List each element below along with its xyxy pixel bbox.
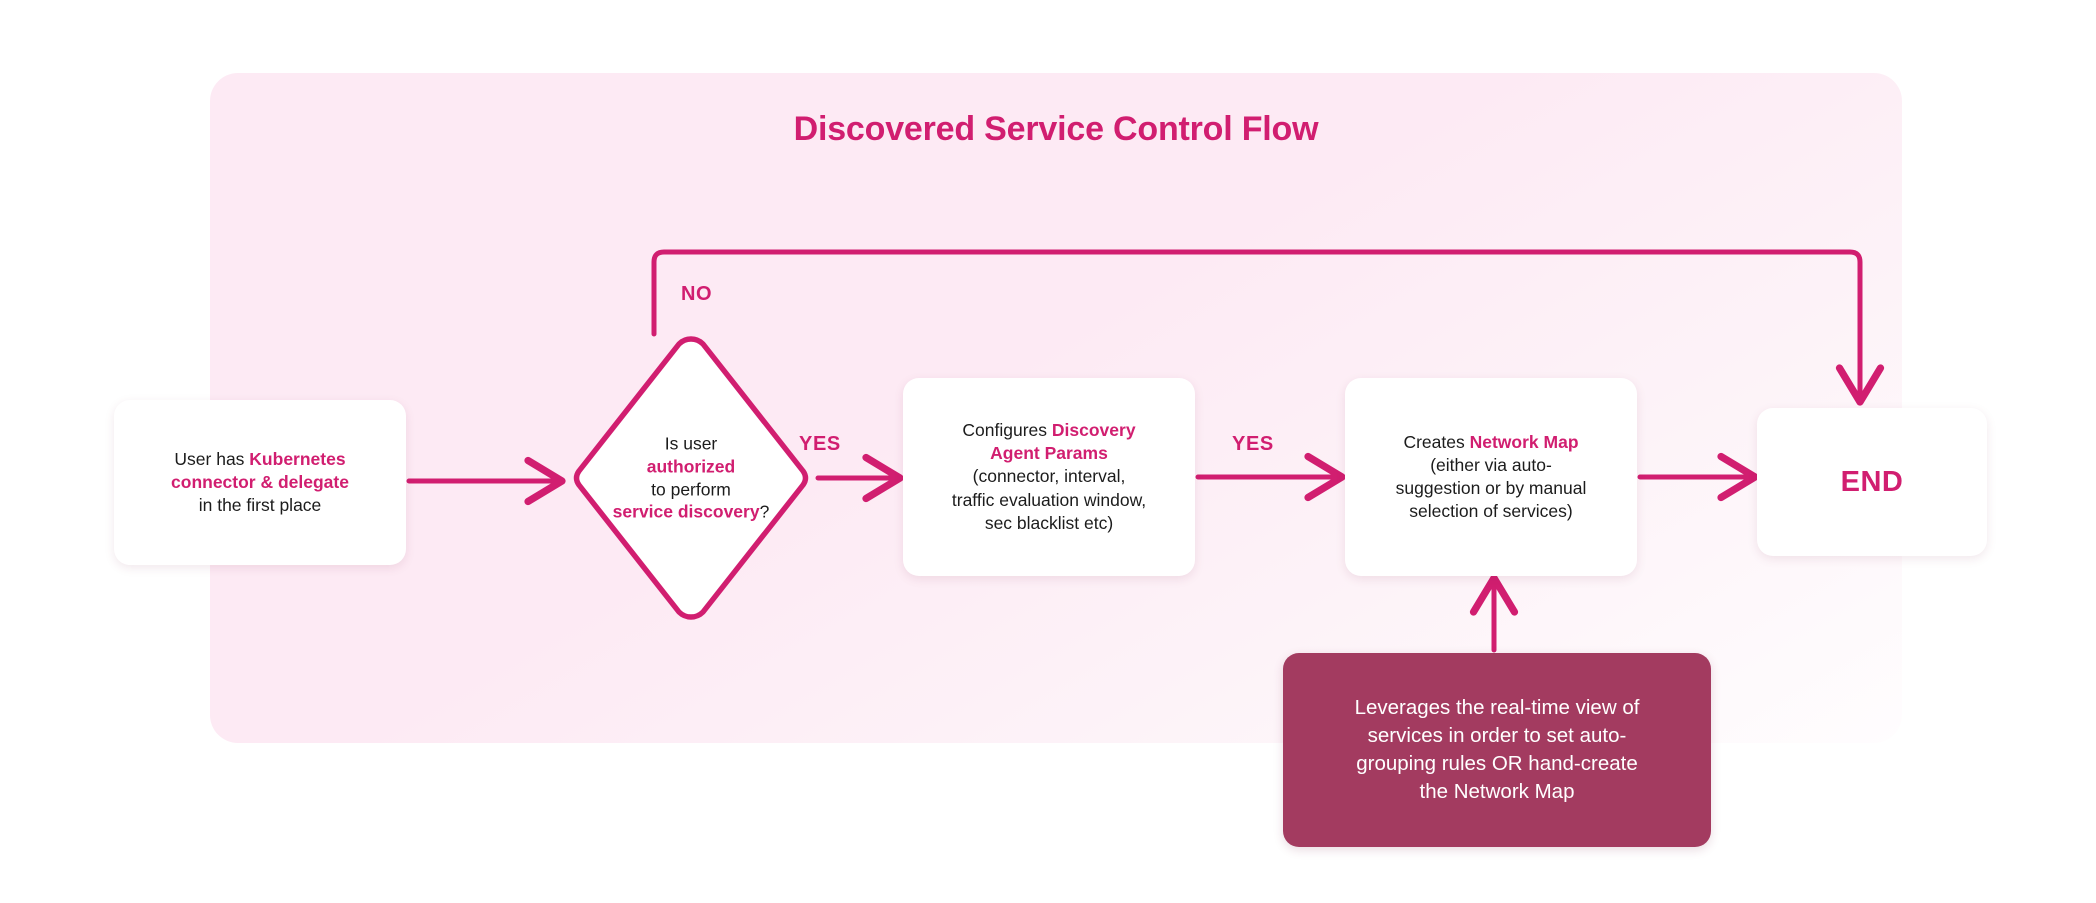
diamond-shape: [573, 336, 809, 620]
edge-label-yes-1: YES: [799, 433, 841, 455]
edge-label-no: NO: [681, 283, 713, 305]
node-networkmap-label: Creates Network Map(either via auto-sugg…: [1395, 431, 1587, 522]
node-end-label: END: [1840, 465, 1904, 498]
page-title: Discovered Service Control Flow: [793, 110, 1319, 148]
edge-label-yes-2: YES: [1232, 433, 1274, 455]
node-end[interactable]: END: [1757, 408, 1987, 556]
node-creates-network-map[interactable]: Creates Network Map(either via auto-sugg…: [1345, 378, 1637, 576]
